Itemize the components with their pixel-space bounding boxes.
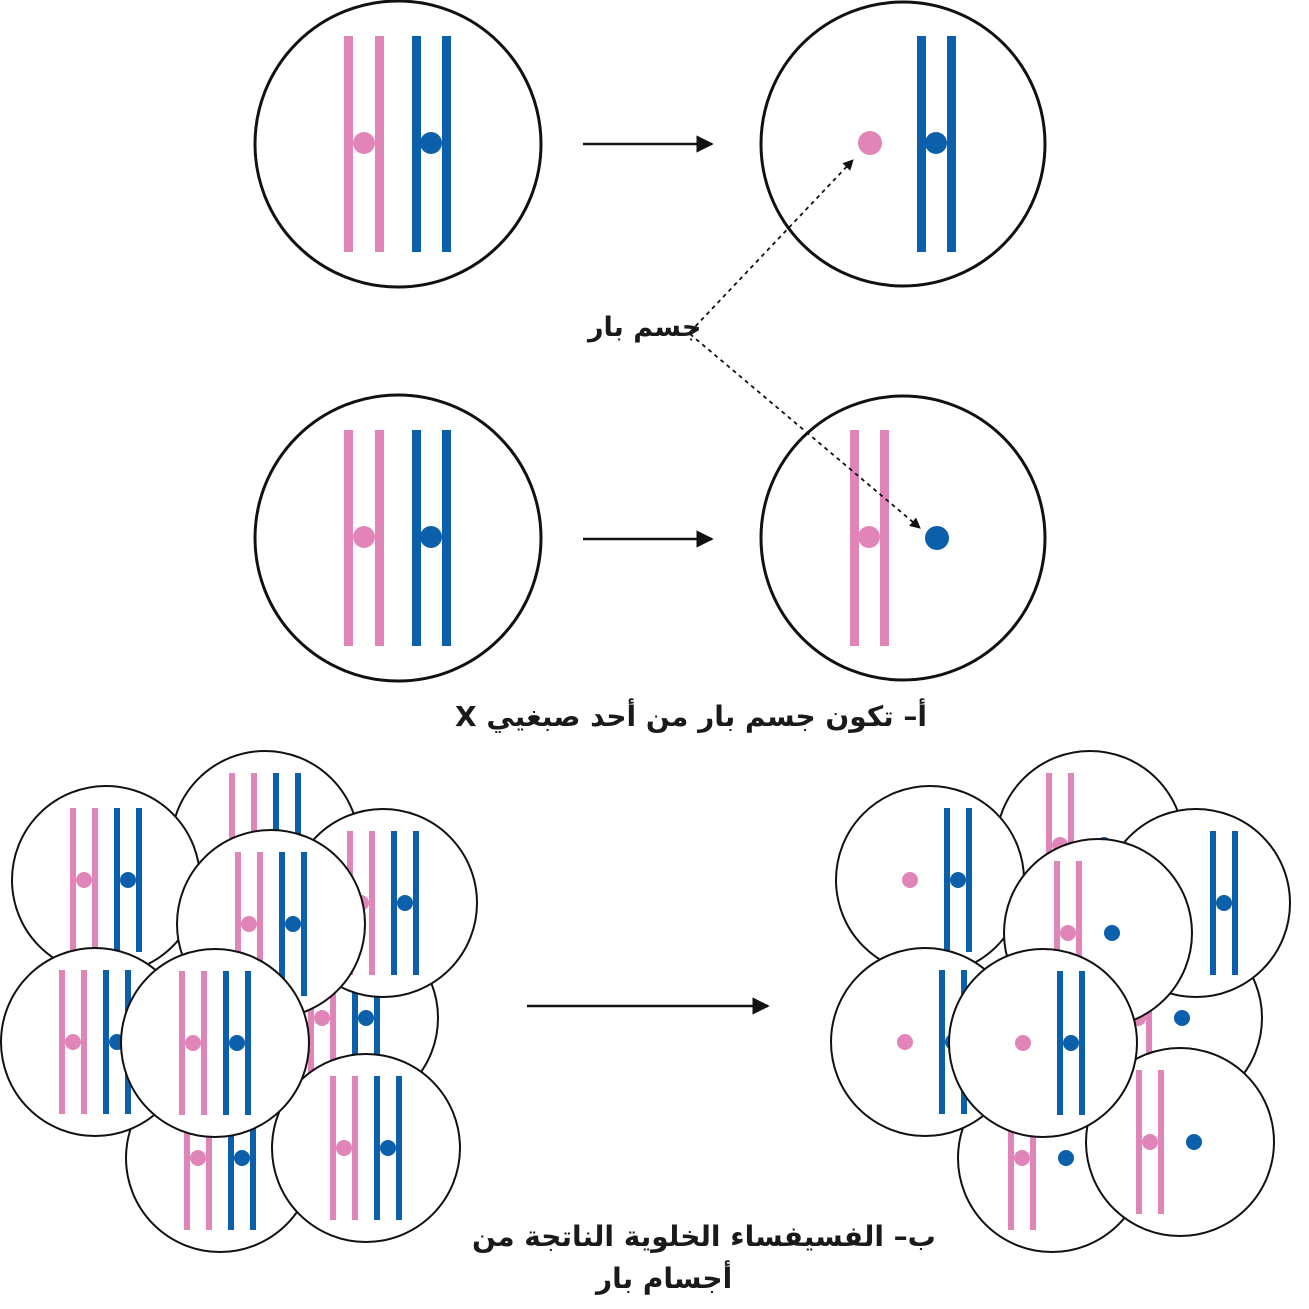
pink-x-chromosome [1136, 1070, 1164, 1214]
mosaic-cell [948, 948, 1138, 1138]
barr-body-blue [1104, 925, 1120, 941]
mosaic-cell [1085, 1047, 1275, 1237]
pink-x-chromosome [1008, 1086, 1036, 1230]
pink-x-chromosome [1054, 861, 1082, 1005]
pink-x-chromosome [235, 852, 263, 996]
caption-a: أ– تكون جسم بار من أحد صبغيي X [455, 700, 927, 733]
barr-body-pink [902, 872, 918, 888]
pink-x-chromosome [330, 1076, 358, 1220]
pink-x-chromosome [70, 808, 98, 952]
barr-body-label: جسم بار [588, 312, 702, 343]
blue-x-chromosome [412, 430, 451, 646]
barr-body-blue [1058, 1150, 1074, 1166]
cell-a-bottom-after [759, 394, 1047, 682]
mosaic-cell [11, 785, 201, 975]
blue-x-chromosome [944, 808, 972, 952]
cell-a-top-before [253, 0, 543, 289]
blue-x-chromosome [352, 946, 380, 1090]
pink-x-chromosome [179, 971, 207, 1115]
blue-x-chromosome [279, 852, 307, 996]
pink-x-chromosome [308, 946, 336, 1090]
blue-x-chromosome [114, 808, 142, 952]
pink-x-chromosome [850, 430, 889, 646]
barr-body-pink [858, 131, 882, 155]
blue-x-chromosome [412, 36, 451, 252]
blue-x-chromosome [917, 36, 956, 252]
barr-body-blue [1186, 1134, 1202, 1150]
cell-a-top-after [759, 0, 1047, 288]
cell-a-bottom-before [253, 393, 543, 683]
mosaic-cell [120, 948, 310, 1138]
mosaic-after [830, 750, 1291, 1253]
barr-body-pink [1015, 1035, 1031, 1051]
mosaic-cell [835, 785, 1025, 975]
blue-x-chromosome [1057, 971, 1085, 1115]
pink-x-chromosome [344, 430, 384, 646]
blue-x-chromosome [228, 1086, 256, 1230]
barr-body-blue [1174, 1010, 1190, 1026]
pink-x-chromosome [184, 1086, 212, 1230]
barr-body-blue [925, 526, 949, 550]
mosaic-cell [271, 1053, 461, 1243]
blue-x-chromosome [374, 1076, 402, 1220]
pink-x-chromosome [59, 970, 87, 1114]
blue-x-chromosome [391, 831, 419, 975]
blue-x-chromosome [223, 971, 251, 1115]
caption-b-line2: أجسام بار [596, 1262, 733, 1295]
barr-body-pink [897, 1034, 913, 1050]
pink-x-chromosome [344, 36, 384, 252]
blue-x-chromosome [1210, 831, 1238, 975]
pointer-to-blue-barr [689, 333, 921, 529]
mosaic-before [0, 750, 478, 1253]
caption-b-line1: ب– الفسيفساء الخلوية الناتجة من [472, 1220, 936, 1253]
